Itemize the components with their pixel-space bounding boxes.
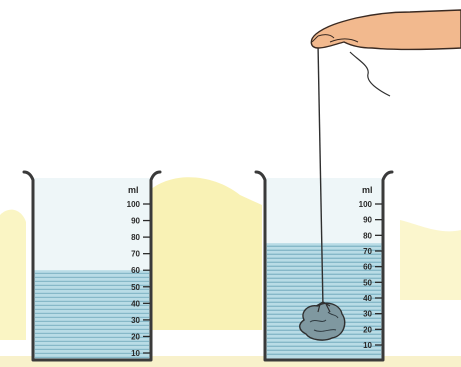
scale-label: 80	[363, 231, 372, 240]
scale-label: 60	[363, 263, 372, 272]
scale-label: 70	[131, 250, 140, 259]
scale-label: 30	[131, 316, 140, 325]
scale-label: 100	[127, 200, 141, 209]
scale-label: 100	[359, 200, 373, 209]
left-beaker: 100 90 80 70 60 50 40 30 20 10 ml	[24, 172, 160, 360]
scale-label: 20	[131, 332, 140, 341]
scale-label: 80	[131, 233, 140, 242]
scale-label: 90	[363, 216, 372, 225]
scale-label: 40	[363, 294, 372, 303]
scale-label: 70	[363, 247, 372, 256]
scale-label: 10	[363, 341, 372, 350]
left-beaker-unit-label: ml	[128, 185, 139, 195]
scale-label: 50	[131, 283, 140, 292]
right-beaker-unit-label: ml	[362, 185, 373, 195]
scale-label: 60	[131, 266, 140, 275]
scale-label: 20	[363, 325, 372, 334]
stone-icon	[300, 302, 345, 340]
scale-label: 30	[363, 310, 372, 319]
scale-label: 40	[131, 299, 140, 308]
scale-label: 50	[363, 278, 372, 287]
scale-label: 10	[131, 349, 140, 358]
scale-label: 90	[131, 217, 140, 226]
